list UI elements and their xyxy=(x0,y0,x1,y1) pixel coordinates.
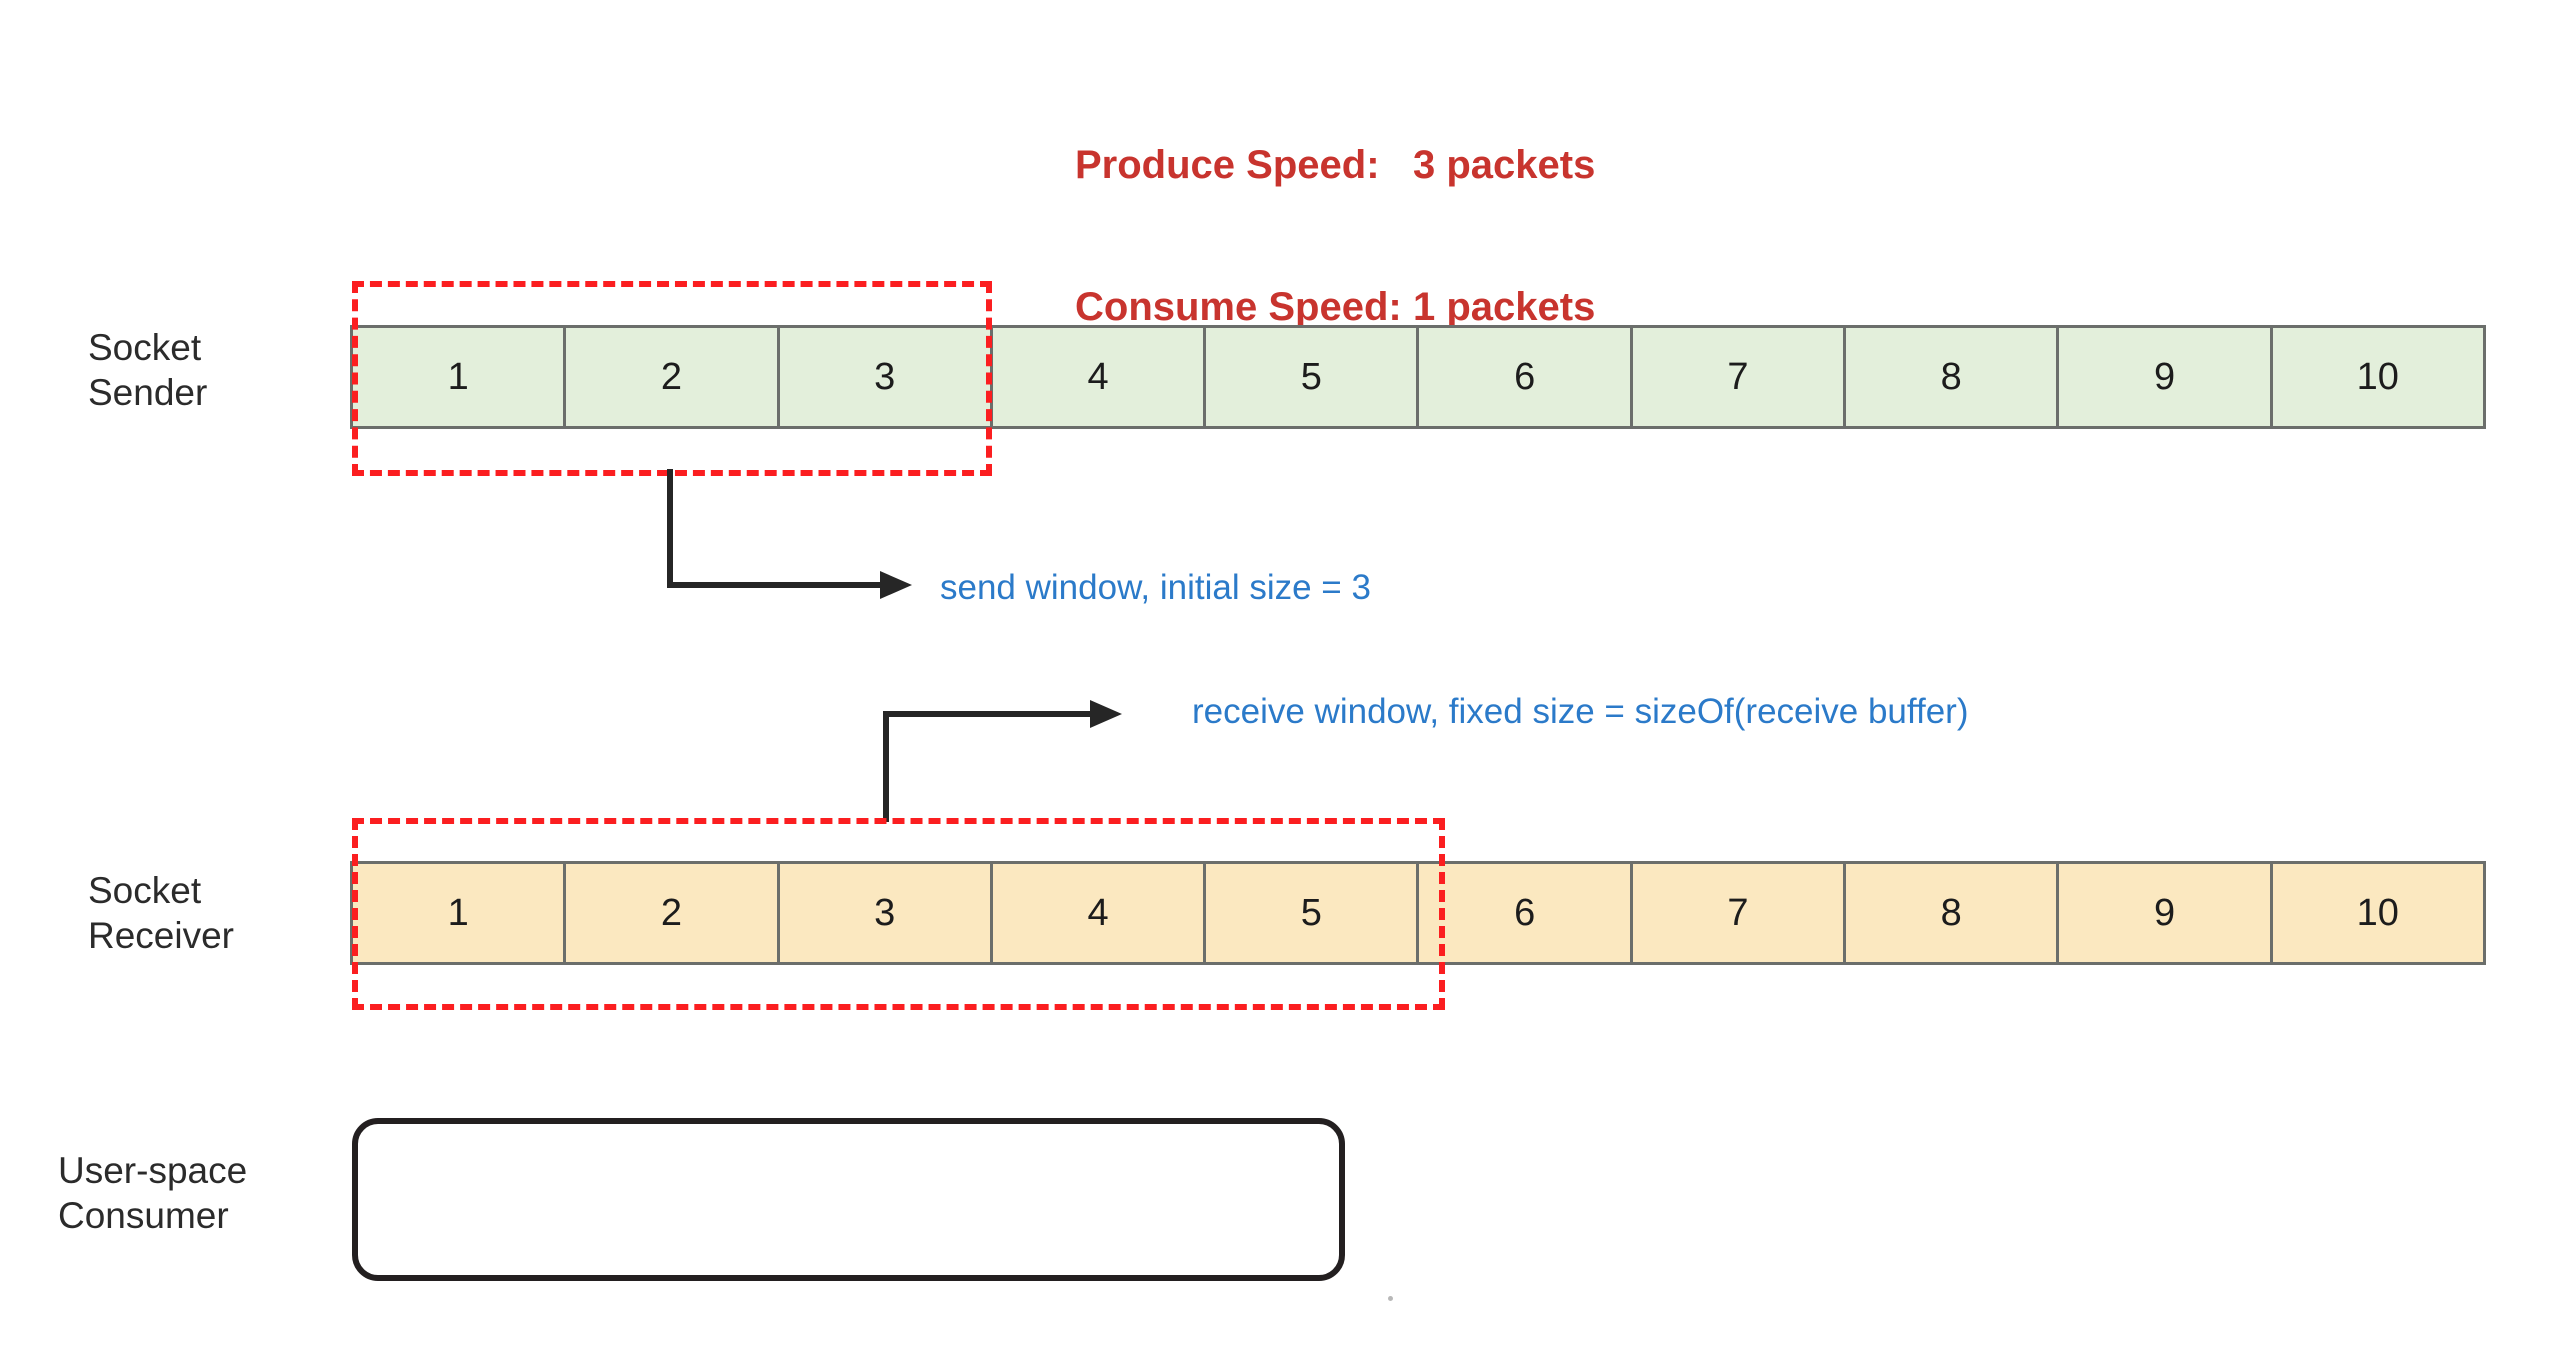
receive-window-connector-arrow xyxy=(883,700,1122,822)
user-space-consumer-box xyxy=(352,1118,1345,1281)
sender-packet-cell: 2 xyxy=(566,328,780,426)
sender-packet-cell: 6 xyxy=(1419,328,1633,426)
receiver-packet-cell: 8 xyxy=(1846,864,2060,962)
produce-speed-row: Produce Speed: 3 packets xyxy=(1075,142,1595,189)
receive-window-annotation: receive window, fixed size = sizeOf(rece… xyxy=(1192,692,1969,731)
produce-speed-label: Produce Speed: xyxy=(1075,143,1380,188)
sender-packet-cell: 5 xyxy=(1206,328,1420,426)
user-space-consumer-label: User-space Consumer xyxy=(58,1150,248,1237)
consume-speed-row: Consume Speed: 1 packets xyxy=(1075,284,1595,331)
receiver-packet-cell: 6 xyxy=(1419,864,1633,962)
produce-speed-value: 3 packets xyxy=(1413,143,1596,188)
socket-sender-buffer: 1 2 3 4 5 6 7 8 9 10 xyxy=(350,325,2486,429)
send-window-annotation: send window, initial size = 3 xyxy=(940,568,1371,607)
receiver-packet-cell: 3 xyxy=(779,864,993,962)
receiver-packet-cell: 9 xyxy=(2059,864,2273,962)
stray-mark xyxy=(1388,1296,1393,1301)
consume-speed-label: Consume Speed: xyxy=(1075,284,1402,329)
sender-packet-cell: 4 xyxy=(992,328,1207,426)
receiver-packet-cell: 2 xyxy=(566,864,780,962)
consume-speed-value: 1 packets xyxy=(1413,284,1596,329)
socket-receiver-label: Socket Receiver xyxy=(88,870,234,957)
send-window-connector-arrow xyxy=(667,469,912,599)
receiver-packet-cell: 5 xyxy=(1206,864,1420,962)
receiver-packet-cell: 10 xyxy=(2272,864,2483,962)
sender-packet-cell: 9 xyxy=(2059,328,2273,426)
sender-packet-cell: 10 xyxy=(2272,328,2483,426)
sender-packet-cell: 8 xyxy=(1846,328,2060,426)
send-window-highlight xyxy=(352,281,992,476)
speed-summary: Produce Speed: 3 packets Consume Speed: … xyxy=(1075,48,1595,426)
socket-receiver-buffer: 1 2 3 4 5 6 7 8 9 10 xyxy=(350,861,2486,965)
receiver-packet-cell: 4 xyxy=(992,864,1207,962)
socket-sender-label: Socket Sender xyxy=(88,327,208,414)
receiver-packet-cell: 7 xyxy=(1632,864,1847,962)
sender-packet-cell: 7 xyxy=(1632,328,1847,426)
sender-packet-cell: 1 xyxy=(353,328,567,426)
receiver-packet-cell: 1 xyxy=(353,864,567,962)
receive-window-highlight xyxy=(352,818,1445,1010)
